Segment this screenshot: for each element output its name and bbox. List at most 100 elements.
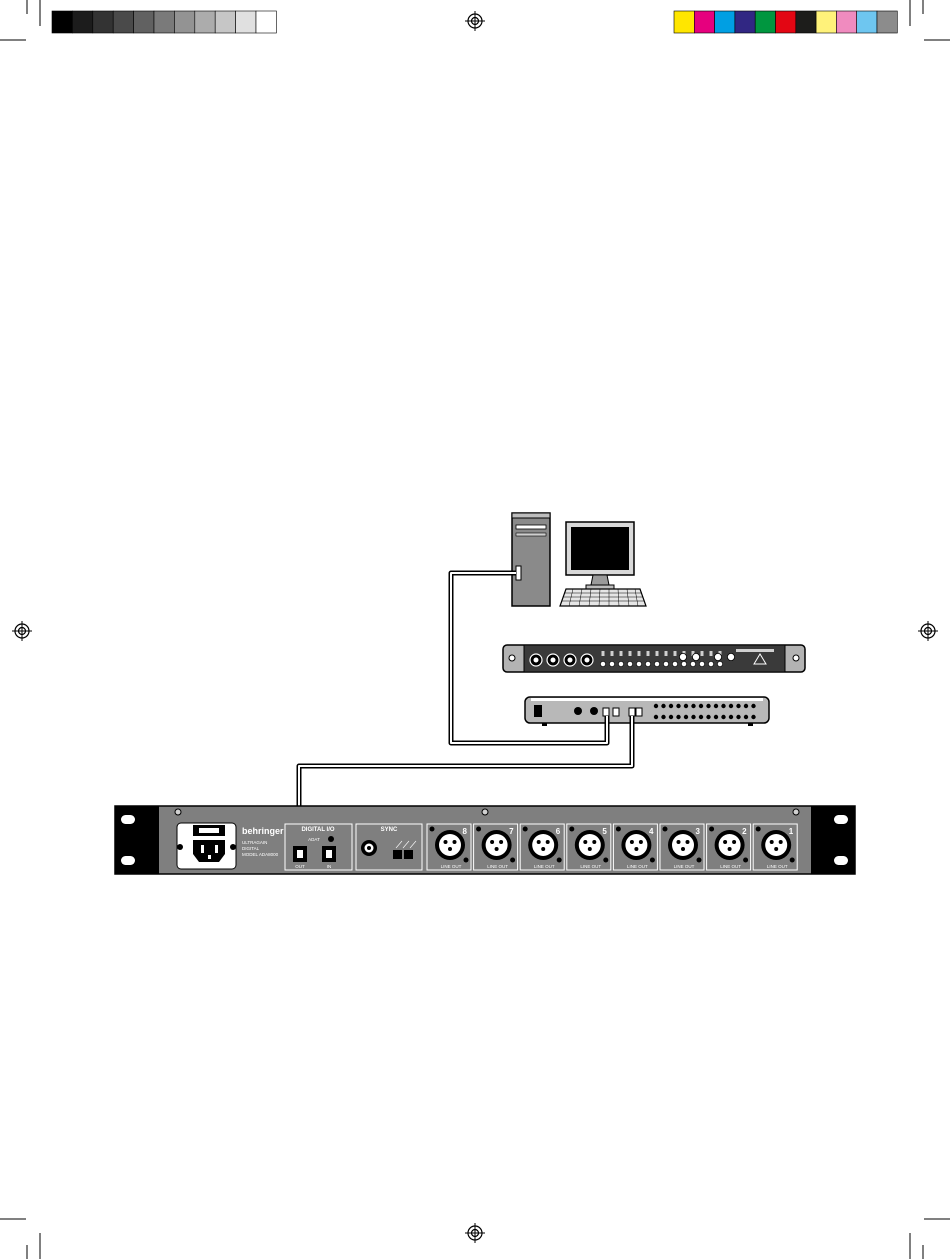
jack <box>661 704 665 708</box>
optical-out-label: OUT <box>295 864 305 869</box>
color-swatch <box>715 11 735 33</box>
xlr-face <box>672 834 694 856</box>
level-knob <box>727 653 734 660</box>
gain-knob <box>690 661 695 666</box>
xlr-jack <box>590 707 598 715</box>
gray-swatch <box>236 11 256 33</box>
switch <box>629 651 632 656</box>
computer-tower-icon <box>512 513 550 606</box>
model-line-1: ULTRAGAIN <box>242 840 267 845</box>
screw <box>697 858 702 863</box>
screw <box>510 858 515 863</box>
xlr-face <box>719 834 741 856</box>
xlr-pin <box>583 840 587 844</box>
jack <box>654 715 658 719</box>
xlr-pin <box>774 847 778 851</box>
registration-mark-bottom <box>465 1223 485 1243</box>
xlr-pin <box>592 840 596 844</box>
line-out-label: LINE OUT <box>767 864 788 869</box>
audio-interface-rear-panel <box>525 697 769 726</box>
sync-title: SYNC <box>381 827 398 833</box>
model-line-3: MODEL ADA8000 <box>242 852 279 857</box>
color-swatch <box>694 11 714 33</box>
registration-mark-left <box>12 621 32 641</box>
gain-knob <box>708 661 713 666</box>
switch <box>602 651 605 656</box>
gray-swatch <box>195 11 215 33</box>
audio-interface-front-panel <box>503 645 805 672</box>
color-swatch <box>776 11 796 33</box>
gray-swatch <box>113 11 133 33</box>
gain-knob <box>609 661 614 666</box>
color-swatch <box>877 11 897 33</box>
jack <box>714 715 718 719</box>
gray-swatch <box>52 11 72 33</box>
color-calibration-bar <box>674 11 897 33</box>
xlr-face <box>765 834 787 856</box>
jack-center <box>551 658 556 663</box>
level-knob <box>679 653 686 660</box>
channel-number: 6 <box>556 827 561 836</box>
jack <box>721 704 725 708</box>
gain-knob <box>672 661 677 666</box>
gray-swatch <box>72 11 92 33</box>
xlr-pin <box>541 847 545 851</box>
jack-center <box>534 658 539 663</box>
gray-swatch <box>134 11 154 33</box>
jack <box>684 704 688 708</box>
xlr-pin <box>630 840 634 844</box>
gain-knob <box>717 661 722 666</box>
jack-center <box>568 658 573 663</box>
xlr-jack <box>574 707 582 715</box>
channel-number: 1 <box>789 827 794 836</box>
xlr-pin <box>448 847 452 851</box>
switch <box>701 651 704 656</box>
brand-logo-text: behringer <box>242 826 284 836</box>
xlr-pin <box>728 847 732 851</box>
xlr-pin <box>495 847 499 851</box>
xlr-pin <box>677 840 681 844</box>
switch <box>665 651 668 656</box>
jack <box>744 715 748 719</box>
xlr-pin <box>686 840 690 844</box>
monitor-icon <box>566 522 634 589</box>
color-swatch <box>735 11 755 33</box>
gray-swatch <box>174 11 194 33</box>
xlr-pin <box>681 847 685 851</box>
optical-in-label: IN <box>327 864 332 869</box>
jack <box>736 715 740 719</box>
registration-mark-right <box>918 621 938 641</box>
screw <box>603 858 608 863</box>
gray-swatch <box>215 11 235 33</box>
xlr-pin <box>444 840 448 844</box>
line-out-label: LINE OUT <box>580 864 601 869</box>
gain-knob <box>627 661 632 666</box>
screw <box>523 827 528 832</box>
xlr-pin <box>779 840 783 844</box>
color-swatch <box>796 11 816 33</box>
xlr-pin <box>588 847 592 851</box>
switch <box>674 651 677 656</box>
switch <box>656 651 659 656</box>
gray-calibration-bar <box>52 11 276 33</box>
jack <box>729 715 733 719</box>
gain-knob <box>645 661 650 666</box>
jack <box>714 704 718 708</box>
gain-knob <box>699 661 704 666</box>
level-knob <box>692 653 699 660</box>
screw <box>557 858 562 863</box>
channel-number: 2 <box>742 827 747 836</box>
screw <box>709 827 714 832</box>
color-swatch <box>755 11 775 33</box>
xlr-face <box>439 834 461 856</box>
jack <box>661 715 665 719</box>
xlr-pin <box>490 840 494 844</box>
level-knob <box>714 653 721 660</box>
line-out-label: LINE OUT <box>674 864 695 869</box>
gain-knob <box>636 661 641 666</box>
jack <box>676 715 680 719</box>
jack <box>751 704 755 708</box>
digital-io-title: DIGITAL I/O <box>301 827 334 833</box>
switch <box>638 651 641 656</box>
